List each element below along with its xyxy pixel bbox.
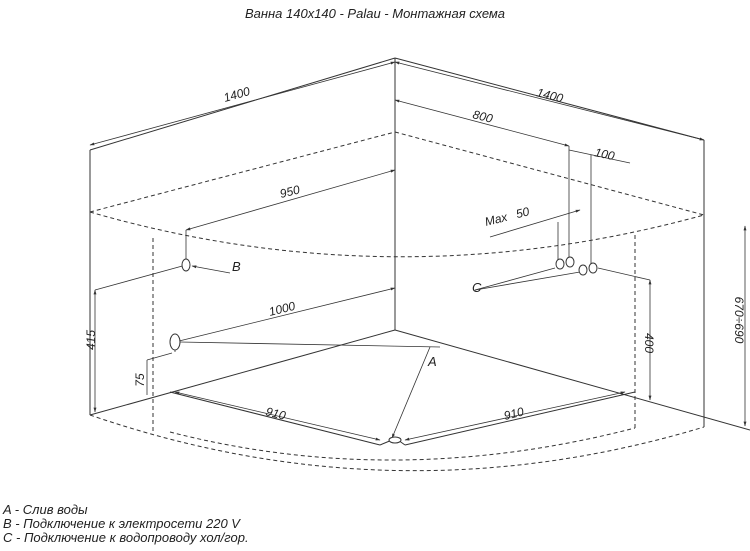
dim-front-right: 910 xyxy=(502,404,525,423)
dim-height-left: 415 xyxy=(84,330,98,350)
diagram-title: Ванна 140x140 - Palau - Монтажная схема xyxy=(244,6,506,21)
dim-right-length: 1400 xyxy=(535,85,565,105)
marker-a: A xyxy=(427,354,437,369)
marker-b: B xyxy=(232,259,241,274)
dim-left-length: 1400 xyxy=(222,84,252,105)
dim-drain-offset: 1000 xyxy=(267,299,297,319)
dim-max-label: Max 50 xyxy=(483,204,531,229)
legend-item-b: B - Подключение к электросети 220 V xyxy=(3,516,240,531)
legend-item-c: C - Подключение к водопроводу хол/гор. xyxy=(3,530,249,545)
water-fitting-icon xyxy=(565,256,575,268)
water-fitting-icon xyxy=(578,264,588,276)
dim-total-height: 670÷690 xyxy=(732,297,746,344)
electric-socket-icon xyxy=(181,258,191,272)
dim-water-offset: 800 xyxy=(471,107,494,126)
dim-electric-offset: 950 xyxy=(278,182,301,201)
dim-height-right: 400 xyxy=(642,333,656,353)
legend: A - Слив воды B - Подключение к электрос… xyxy=(3,503,249,545)
legend-item-a: A - Слив воды xyxy=(3,502,88,517)
dim-height-drain: 75 xyxy=(133,373,147,387)
marker-c: C xyxy=(472,280,482,295)
dim-water-spacing: 100 xyxy=(593,145,616,163)
dim-front-left: 910 xyxy=(264,404,287,423)
drain-pipe-icon xyxy=(169,333,181,351)
drain-outlet-icon xyxy=(388,436,402,444)
water-fitting-icon xyxy=(555,258,565,270)
water-fitting-icon xyxy=(588,262,598,274)
